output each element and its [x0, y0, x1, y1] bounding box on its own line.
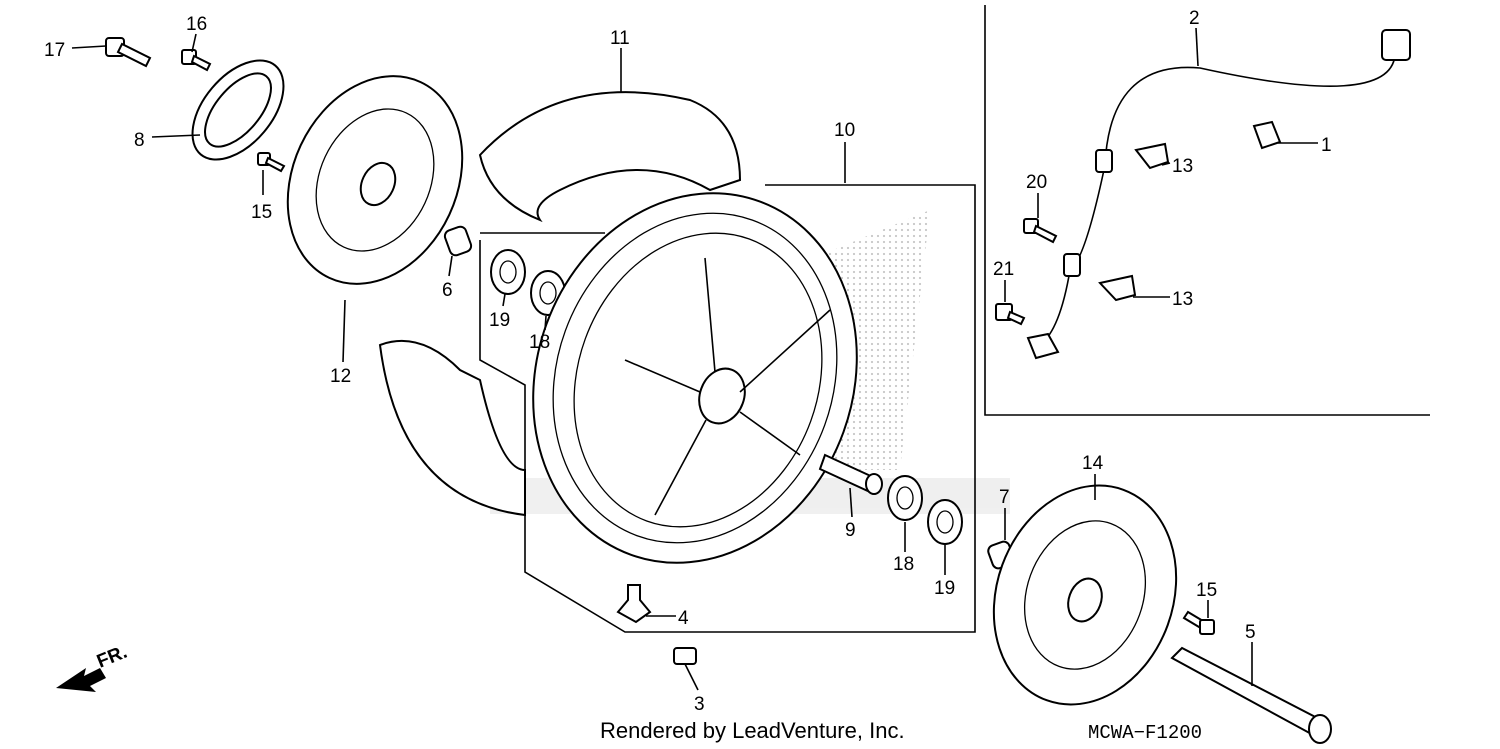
clamp-part-1 [1252, 120, 1282, 150]
callout-13-lower: 13 [1172, 289, 1193, 310]
callout-4: 4 [678, 608, 689, 629]
axle-part-5 [1170, 646, 1332, 744]
clip-part-13-upper [1134, 142, 1170, 170]
callout-15-upper: 15 [251, 202, 272, 223]
wheel-part-10 [532, 192, 858, 564]
bearing-part-19-right [927, 499, 963, 545]
callout-12: 12 [330, 366, 351, 387]
callout-15-lower: 15 [1196, 580, 1217, 601]
render-credit: Rendered by LeadVenture, Inc. [600, 718, 905, 743]
bolt-part-16 [181, 49, 212, 72]
spacer-part-9 [818, 453, 883, 495]
bolt-part-17 [105, 37, 152, 68]
diagram-code: MCWA−F1200 [1088, 722, 1202, 744]
tire-lower-half [378, 339, 526, 517]
abs-sensor-part-2 [1026, 29, 1411, 360]
callout-8: 8 [134, 130, 145, 151]
callout-13-upper: 13 [1172, 156, 1193, 177]
bolt-part-15-lower [1182, 610, 1215, 635]
front-direction-label: FR. [94, 642, 130, 673]
callout-2: 2 [1189, 8, 1200, 29]
brake-disc-part-14 [992, 484, 1178, 706]
wheel-assembly-frame [479, 184, 976, 633]
bolt-part-20 [1023, 218, 1058, 244]
callout-21: 21 [993, 259, 1014, 280]
callout-18-right: 18 [893, 554, 914, 575]
callout-16: 16 [186, 14, 207, 35]
abs-sensor-inset-box [984, 5, 1430, 416]
clip-part-3 [673, 647, 697, 665]
callout-19-left: 19 [489, 310, 510, 331]
callout-5: 5 [1245, 622, 1256, 643]
bearing-part-18-right [887, 475, 923, 521]
callout-3: 3 [694, 694, 705, 715]
callout-1: 1 [1321, 135, 1332, 156]
bearing-part-19-left [490, 249, 526, 295]
callout-18-left: 18 [529, 332, 550, 353]
pulser-ring-part-8 [191, 59, 285, 161]
bolt-part-21 [995, 303, 1026, 326]
callout-20: 20 [1026, 172, 1047, 193]
callout-6: 6 [442, 280, 453, 301]
callout-14: 14 [1082, 453, 1104, 474]
collar-part-6 [443, 225, 473, 257]
callout-7: 7 [999, 487, 1010, 508]
bolt-part-15-upper [257, 152, 286, 173]
callout-11: 11 [610, 28, 630, 49]
clip-part-13-lower [1098, 274, 1137, 302]
leader-lines [71, 27, 1318, 691]
callout-9: 9 [845, 520, 856, 541]
callout-labels: 17 16 8 15 12 6 19 18 11 10 9 18 19 7 14… [44, 8, 1332, 715]
tire-part-11 [478, 91, 742, 223]
callout-10: 10 [834, 120, 855, 141]
callout-19-right: 19 [934, 578, 955, 599]
brake-disc-part-12 [286, 75, 464, 285]
valve-stem-part-4 [616, 584, 652, 624]
front-direction-arrow-icon: FR. [56, 642, 130, 692]
callout-17: 17 [44, 40, 65, 61]
